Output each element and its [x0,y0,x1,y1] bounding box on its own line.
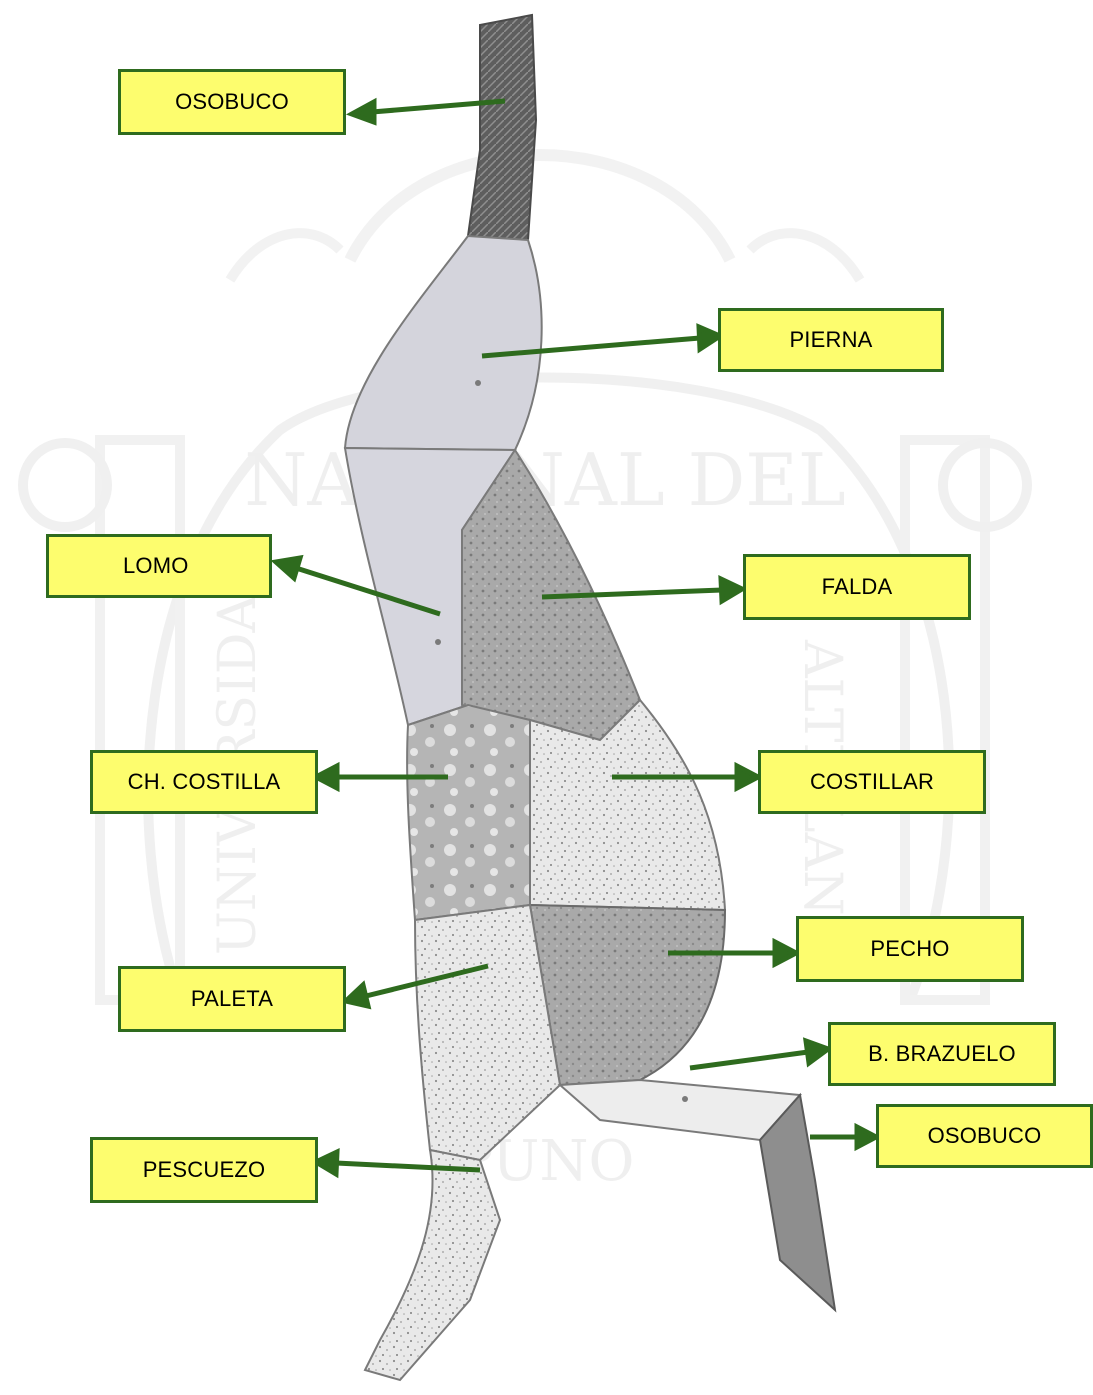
label-falda: FALDA [743,554,971,620]
label-ch-costilla: CH. COSTILLA [90,750,318,814]
ch-costilla-region [407,705,530,920]
label-lomo: LOMO [46,534,272,598]
label-pierna: PIERNA [718,308,944,372]
costillar-region [530,700,725,910]
arrow-osobuco-bottom [810,1127,876,1147]
osobuco-top-region [468,15,536,240]
arrow-b-brazuelo [690,1041,828,1068]
label-osobuco-bottom: OSOBUCO [876,1104,1093,1168]
label-paleta: PALETA [118,966,346,1032]
label-b-brazuelo: B. BRAZUELO [828,1022,1056,1086]
label-pescuezo: PESCUEZO [90,1137,318,1203]
label-costillar: COSTILLAR [758,750,986,814]
label-osobuco-top: OSOBUCO [118,69,346,135]
pecho-region [530,905,725,1085]
label-pecho: PECHO [796,916,1024,982]
pierna-region [345,236,542,450]
osobuco-bottom-region [760,1095,835,1310]
pescuezo-region [365,1150,500,1380]
